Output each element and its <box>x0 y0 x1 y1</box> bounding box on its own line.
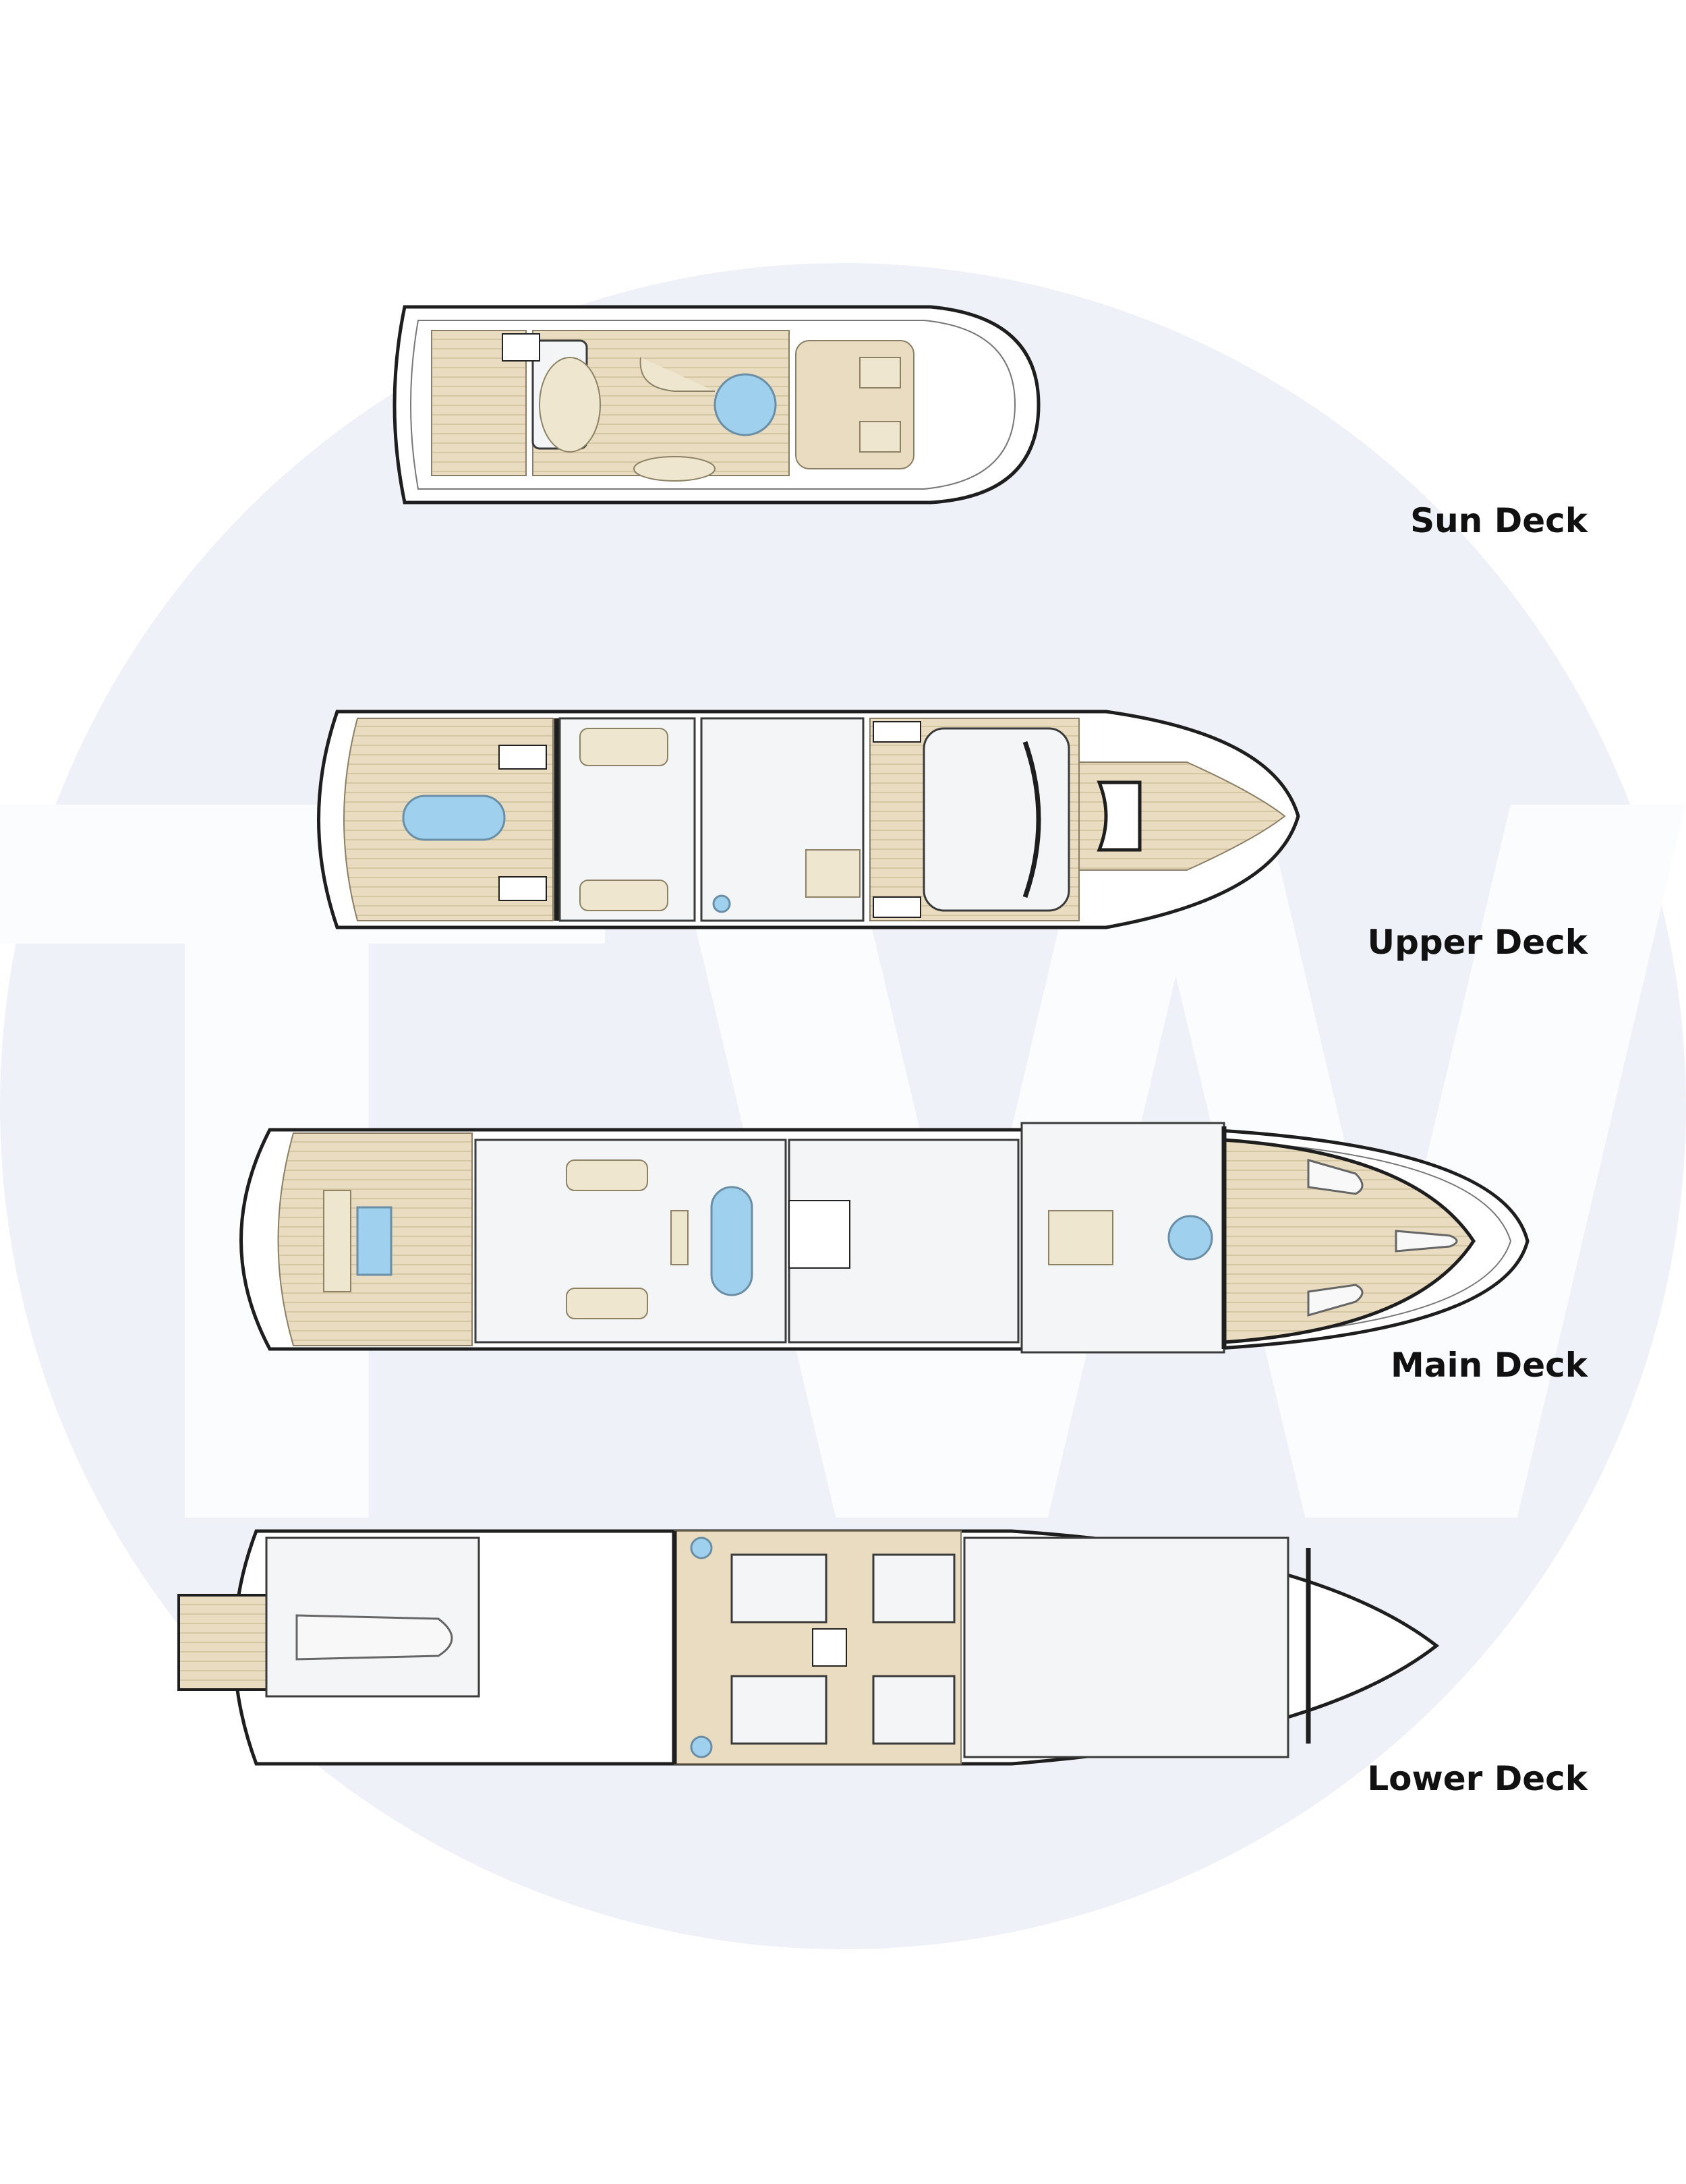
upper-deck-wheelhouse <box>923 727 1070 912</box>
upper-deck-plan <box>317 710 1300 929</box>
main-deck-saloon-sofa-2 <box>566 1288 648 1319</box>
lower-deck-cabin-1 <box>730 1553 827 1623</box>
sun-deck-sunpad <box>539 357 601 453</box>
upper-deck-sofa <box>579 728 668 766</box>
sun-deck-inner-rail <box>410 320 1016 490</box>
lower-deck-stairs <box>812 1628 847 1667</box>
lower-deck-cabin-4 <box>872 1675 956 1745</box>
lower-deck-crew-area <box>963 1536 1289 1758</box>
main-deck-saloon-sofa <box>566 1159 648 1191</box>
main-deck-aft-sofa <box>323 1190 351 1292</box>
sun-deck-plan <box>393 305 1041 505</box>
upper-deck-stairs-fwd <box>873 721 921 743</box>
lower-deck-cabin-3 <box>872 1553 956 1623</box>
sun-deck-stairs <box>502 333 540 362</box>
lower-deck-bath-1 <box>690 1536 713 1559</box>
main-deck-tender-1 <box>1307 1159 1364 1195</box>
main-deck-foredeck <box>1222 1138 1476 1344</box>
upper-deck-sofa-2 <box>579 880 668 911</box>
upper-deck-stairs-port <box>498 745 547 770</box>
lower-deck-bath-2 <box>690 1735 713 1758</box>
upper-deck-stairs-fwd-2 <box>873 896 921 918</box>
sun-deck-table-2 <box>859 421 901 453</box>
main-deck-aft-table <box>356 1206 393 1276</box>
sun-deck-bench <box>639 357 715 392</box>
sun-deck-jacuzzi <box>714 373 777 436</box>
main-deck-tender-3 <box>1307 1284 1364 1317</box>
main-deck-plan <box>239 1122 1530 1354</box>
main-deck-bar <box>670 1210 689 1265</box>
upper-deck-bed <box>805 849 861 898</box>
lower-deck-label: Lower Deck <box>1367 1759 1588 1798</box>
main-deck-spiral-stairs <box>788 1200 850 1269</box>
main-deck-dining-table <box>710 1186 753 1296</box>
sun-deck-table <box>859 357 901 389</box>
upper-deck-stairs-stbd <box>498 876 547 901</box>
upper-deck-helm-console <box>1022 741 1041 898</box>
main-deck-bow-rail <box>1207 1139 1512 1340</box>
upper-deck-basin <box>712 894 731 913</box>
main-deck-tender-2 <box>1395 1230 1458 1253</box>
lower-deck-cabin-2 <box>730 1675 827 1745</box>
sun-deck-aft-area <box>431 330 527 476</box>
upper-deck-label: Upper Deck <box>1367 923 1588 962</box>
sun-deck-seat <box>633 456 716 482</box>
sun-deck-label: Sun Deck <box>1410 501 1588 540</box>
main-deck-master-bed <box>1048 1210 1113 1265</box>
main-deck-label: Main Deck <box>1391 1346 1588 1385</box>
upper-deck-dining-table <box>402 795 506 841</box>
upper-deck-foredeck-seat <box>1097 780 1142 852</box>
main-deck-master-bath <box>1167 1215 1213 1261</box>
lower-deck-tender <box>295 1614 453 1661</box>
lower-deck-plan <box>177 1529 1440 1766</box>
